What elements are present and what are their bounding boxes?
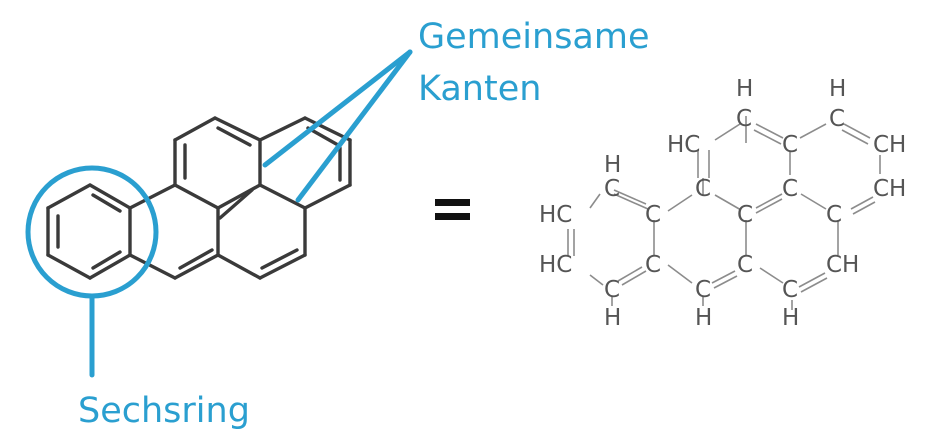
shared-edges-pointers: [262, 49, 413, 203]
atom-c: C: [829, 106, 845, 132]
atom-c: C: [782, 132, 798, 158]
shared-edges-label-line1: Gemeinsame: [418, 17, 650, 57]
atom-c: C: [782, 277, 798, 303]
atom-c: C: [737, 252, 753, 278]
atom-h: H: [782, 305, 799, 331]
atom-hc: HC: [667, 132, 700, 158]
atom-c: C: [604, 176, 620, 202]
atom-c: C: [604, 277, 620, 303]
atom-h: H: [604, 152, 621, 178]
atom-c: C: [645, 252, 661, 278]
atom-c: C: [737, 202, 753, 228]
shared-edges-label-line2: Kanten: [418, 69, 541, 109]
atom-c: C: [826, 202, 842, 228]
atom-ch: CH: [826, 252, 859, 278]
six-ring-highlight: [25, 165, 159, 378]
equals-text: =: [0, 0, 1, 1]
atom-c: C: [695, 277, 711, 303]
six-ring-label: Sechsring: [78, 391, 250, 431]
formula-atoms: H H C C HC C CH H C C C CH C C C HC HC C…: [539, 76, 906, 331]
atom-h: H: [695, 305, 712, 331]
atom-ch: CH: [873, 132, 906, 158]
equals-sign: =: [0, 0, 470, 220]
skeletal-structure: [46, 116, 352, 280]
atom-h: H: [604, 305, 621, 331]
atom-ch: CH: [873, 176, 906, 202]
atom-c: C: [736, 106, 752, 132]
atom-hc: HC: [539, 202, 572, 228]
atom-h: H: [736, 76, 753, 102]
atom-hc: HC: [539, 252, 572, 278]
atom-c: C: [695, 176, 711, 202]
atom-c: C: [782, 176, 798, 202]
formula-bonds: [567, 116, 881, 310]
atom-h: H: [829, 76, 846, 102]
structural-formula: H H C C HC C CH H C C C CH C C C HC HC C…: [539, 76, 906, 331]
atom-c: C: [645, 202, 661, 228]
